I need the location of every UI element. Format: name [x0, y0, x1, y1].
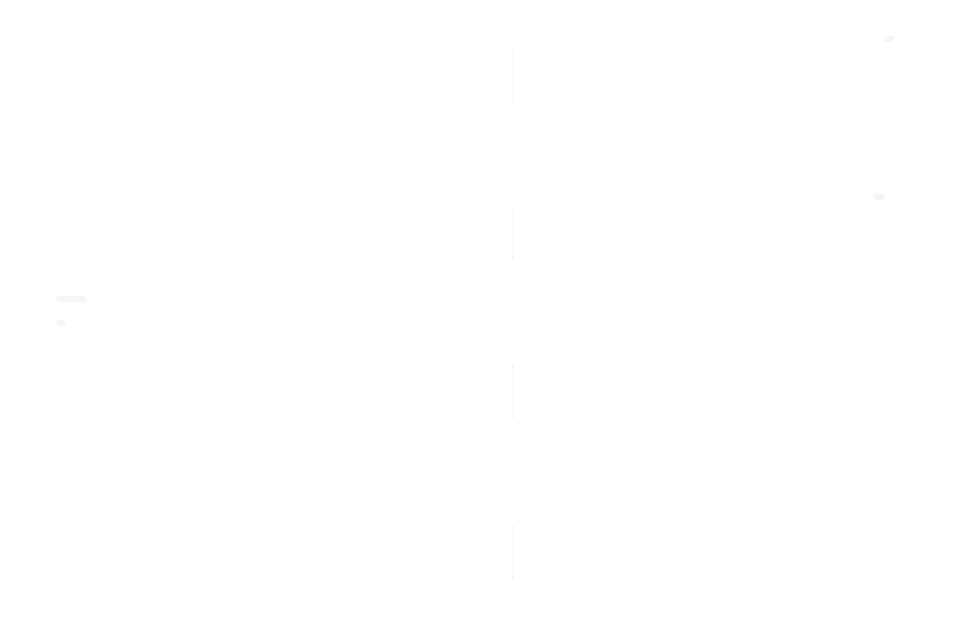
panel-divider-segment — [512, 364, 514, 418]
left-panel — [0, 0, 512, 634]
faint-placeholder-mark — [874, 194, 884, 200]
faint-placeholder-mark — [884, 36, 894, 42]
panel-divider-segment — [512, 208, 514, 260]
panel-divider-segment — [512, 526, 514, 580]
faint-placeholder-mark — [56, 296, 86, 302]
faint-placeholder-mark — [56, 320, 66, 326]
panel-divider-segment — [512, 48, 514, 104]
right-panel — [514, 0, 976, 634]
